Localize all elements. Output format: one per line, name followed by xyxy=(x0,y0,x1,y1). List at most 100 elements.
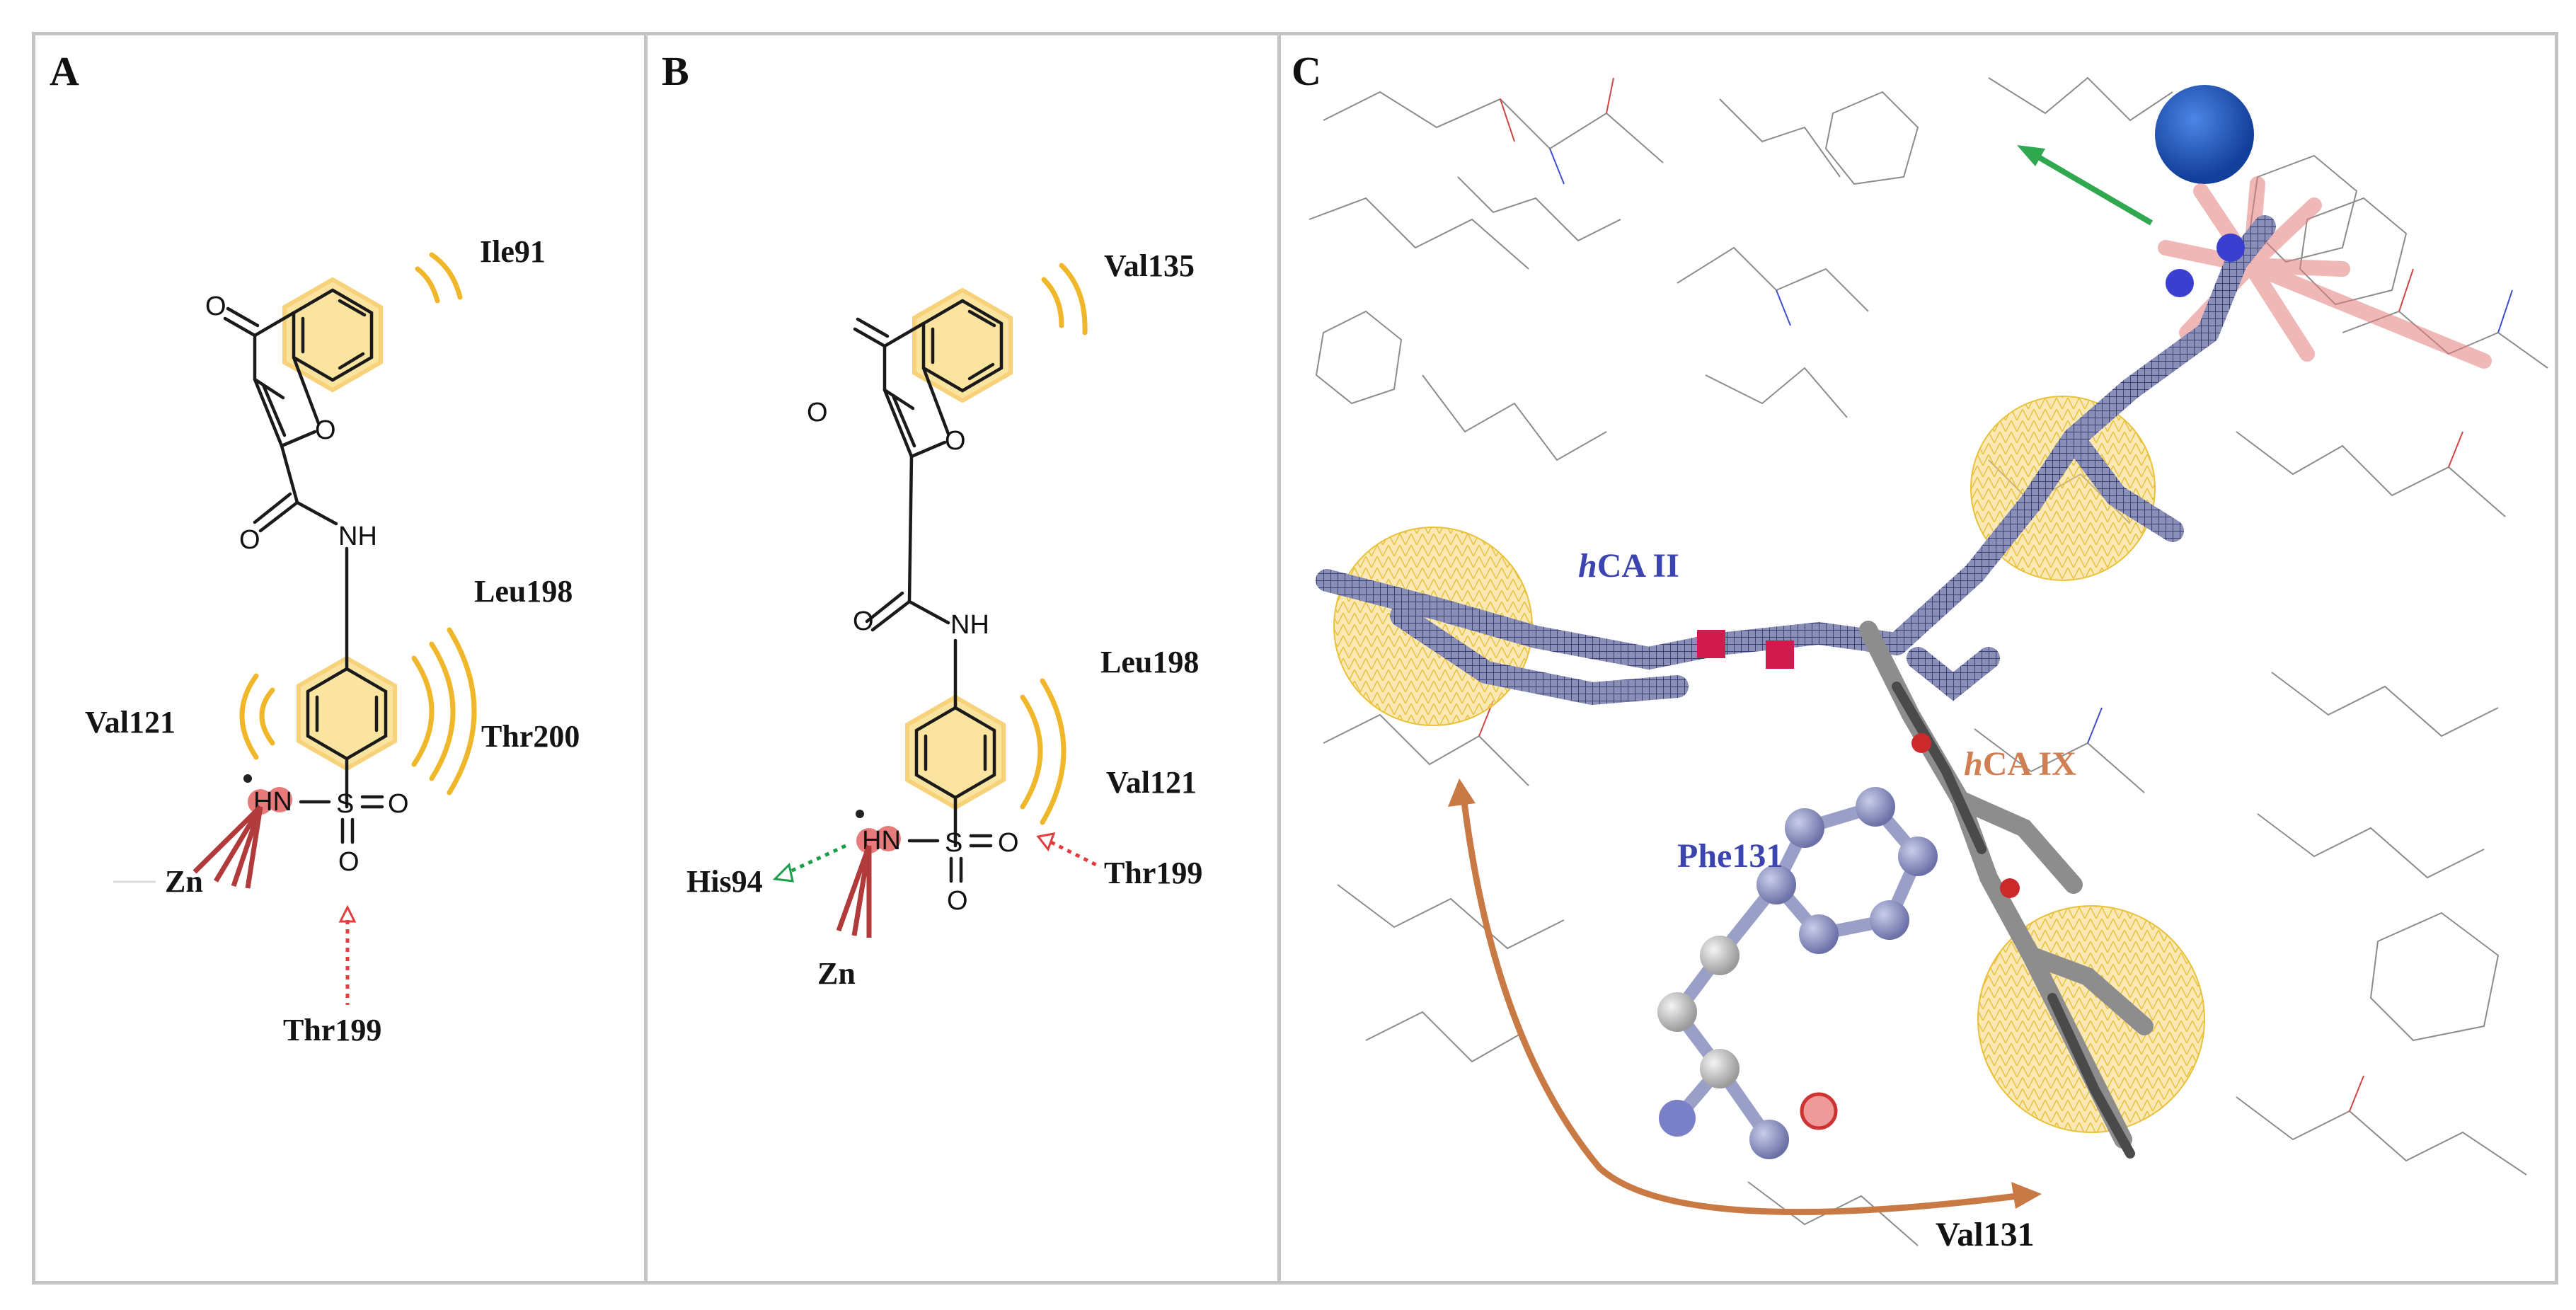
label-hca9: hCA IX xyxy=(1964,745,2076,783)
panel-b-diagram: B O O O NH xyxy=(662,48,1202,991)
ligand-hca9-outline xyxy=(1892,682,2135,1159)
residue-zn: Zn xyxy=(817,956,856,991)
hydrophobic-sphere-lower xyxy=(1977,905,2205,1133)
hbond-arrow xyxy=(338,904,357,923)
wire xyxy=(2369,912,2500,1042)
atom-o-ring: O xyxy=(945,426,966,456)
bond xyxy=(261,383,287,437)
arc-thr200 xyxy=(447,627,477,795)
atom-n xyxy=(1659,1100,1696,1137)
atom-o-s1: O xyxy=(998,828,1019,858)
phenyl-ring-halo xyxy=(297,655,397,771)
atom-o-keto: O xyxy=(807,398,828,427)
atom-s: S xyxy=(336,789,354,819)
panel-c-render: C xyxy=(1292,48,2548,1253)
atom-c xyxy=(1856,787,1895,827)
bond xyxy=(253,492,292,524)
wire xyxy=(1323,91,1664,163)
hbond-arrow xyxy=(772,862,794,883)
bond xyxy=(338,299,367,317)
atom-c xyxy=(1700,936,1740,975)
distance-arrow xyxy=(1460,795,2018,1215)
bond xyxy=(891,393,916,448)
zn-bound-n-halo xyxy=(248,789,273,815)
stick xyxy=(1885,321,2219,655)
wire xyxy=(2398,268,2414,312)
wire xyxy=(2257,813,2485,879)
wire xyxy=(1974,728,2145,793)
stick xyxy=(2243,258,2492,369)
label-hca2-rest: CA II xyxy=(1597,547,1679,585)
arc-val121 xyxy=(259,687,275,746)
arc-val121 xyxy=(1040,678,1066,825)
label-hca9-h: h xyxy=(1964,745,1983,783)
wire xyxy=(1422,374,1607,461)
arc-thr200 xyxy=(429,641,456,781)
atom-c xyxy=(1749,1120,1789,1159)
bond xyxy=(223,316,257,338)
arc-ile91 xyxy=(415,266,440,304)
atom-nh: NH xyxy=(338,522,377,551)
benzo-ring-halo xyxy=(912,287,1013,403)
bond xyxy=(292,355,321,425)
wire xyxy=(2448,431,2463,468)
stick xyxy=(2022,946,2154,1035)
bond xyxy=(909,440,947,459)
metal-bond xyxy=(213,805,263,883)
protein-wireframe xyxy=(1309,76,2548,1246)
residue-leu198: Leu198 xyxy=(1100,645,1199,679)
phenyl-ring-halo xyxy=(905,694,1006,810)
arc-leu198 xyxy=(411,655,435,767)
atom-n xyxy=(2166,269,2194,297)
panel-b: B O O O NH xyxy=(644,32,1281,1285)
bond xyxy=(280,444,299,505)
atom-o xyxy=(1800,1092,1838,1130)
stick xyxy=(2243,258,2315,362)
atom-o-s2: O xyxy=(338,847,360,877)
wire xyxy=(2236,1096,2527,1176)
wire xyxy=(1719,98,1841,178)
atom-o-amide: O xyxy=(239,525,260,555)
wire xyxy=(1988,76,2173,122)
residue-thr199: Thr199 xyxy=(1104,856,1202,890)
atom-o xyxy=(2000,878,2020,898)
wire xyxy=(1315,310,1403,405)
hbond-thr199 xyxy=(1050,840,1102,869)
stick xyxy=(2243,197,2322,273)
wire xyxy=(1606,77,1614,114)
bond xyxy=(853,327,887,348)
wire xyxy=(2349,1075,2364,1112)
atom-n xyxy=(2216,234,2245,262)
residue-thr199: Thr199 xyxy=(283,1013,381,1047)
bond xyxy=(226,306,260,328)
pyranone-ring xyxy=(253,311,296,400)
distance-arrow-head-right xyxy=(2011,1182,2042,1209)
label-hca2: hCA II xyxy=(1578,547,1679,585)
zn-bound-n-halo xyxy=(856,828,882,854)
stick xyxy=(1951,791,2083,894)
metal-bond xyxy=(192,805,263,874)
atom-o-s2: O xyxy=(947,886,968,916)
bond xyxy=(967,309,996,328)
bond xyxy=(856,317,890,338)
bond xyxy=(280,430,317,448)
stick xyxy=(1316,569,1908,670)
wire xyxy=(1309,197,1529,270)
wire xyxy=(2271,672,2499,737)
stick xyxy=(1907,647,2000,701)
residue-val121: Val121 xyxy=(85,705,176,740)
wire xyxy=(2497,289,2513,333)
ionized-dot xyxy=(243,774,252,783)
stick xyxy=(2047,993,2135,1159)
wire xyxy=(1365,1011,1522,1063)
phe131-atoms xyxy=(1657,787,1938,1159)
atom-c xyxy=(1657,992,1697,1032)
bond xyxy=(865,591,904,624)
wire xyxy=(1824,91,1919,185)
bond xyxy=(967,362,995,381)
atom-c xyxy=(1785,808,1824,848)
panel-a-diagram: A O O O NH xyxy=(50,48,580,1047)
arc-leu198 xyxy=(1020,694,1043,810)
ionized-dot xyxy=(856,810,864,818)
metal-bond xyxy=(836,844,872,932)
